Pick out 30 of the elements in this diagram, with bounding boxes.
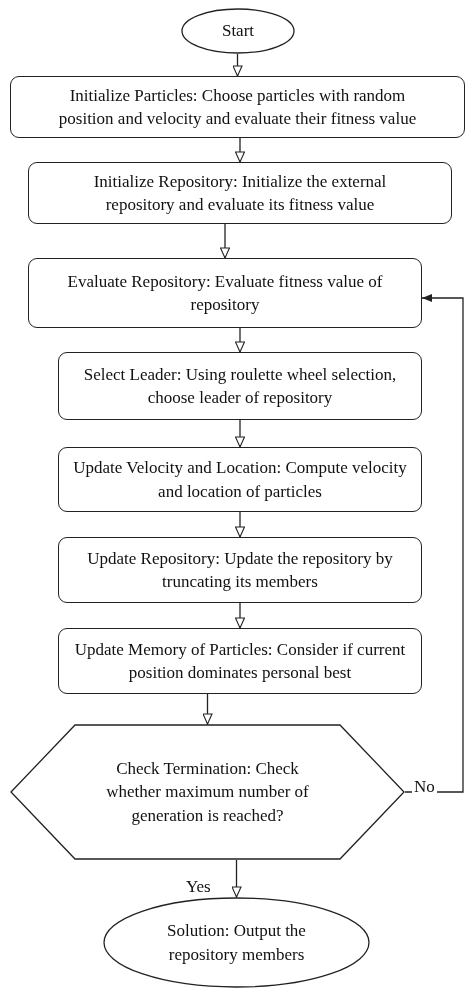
arrow	[219, 223, 231, 259]
process-box	[58, 537, 422, 603]
process-box	[28, 258, 422, 328]
process-box	[58, 447, 422, 512]
step-text: Select Leader: Using roulette wheel selection, choose leader of repository	[82, 363, 398, 409]
step-text: Update Velocity and Location: Compute velocity and location of particles	[72, 457, 408, 503]
step-text: Start	[221, 20, 255, 43]
arrow	[404, 294, 464, 793]
process-box	[58, 628, 422, 694]
process-box	[58, 352, 422, 420]
arrow	[202, 693, 213, 725]
step-text: Initialize Repository: Initialize the external repository and evaluate its fitness value	[92, 170, 388, 216]
decision-hexagon	[10, 724, 405, 860]
step-text: Check Termination: Check whether maximum number of generation is reached?	[105, 757, 310, 827]
arrow	[234, 419, 246, 448]
process-box	[28, 162, 452, 224]
arrow	[232, 53, 243, 77]
arrow	[231, 859, 242, 898]
arrow	[234, 327, 246, 353]
process-box	[10, 76, 465, 138]
step-text: Initialize Particles: Choose particles with random position and velocity and evaluate their fitness value	[57, 84, 418, 130]
step-text: Update Repository: Update the repository by truncating its members	[86, 547, 394, 593]
step-text: Update Memory of Particles: Consider if current position dominates personal best	[73, 638, 407, 684]
arrow	[234, 602, 246, 629]
arrow	[234, 511, 246, 538]
step-text: Solution: Output the repository members	[166, 920, 307, 966]
start-terminal	[181, 8, 295, 54]
terminal-ellipse	[103, 897, 370, 988]
step-text: Evaluate Repository: Evaluate fitness value of repository	[66, 270, 384, 316]
arrow	[234, 137, 246, 163]
